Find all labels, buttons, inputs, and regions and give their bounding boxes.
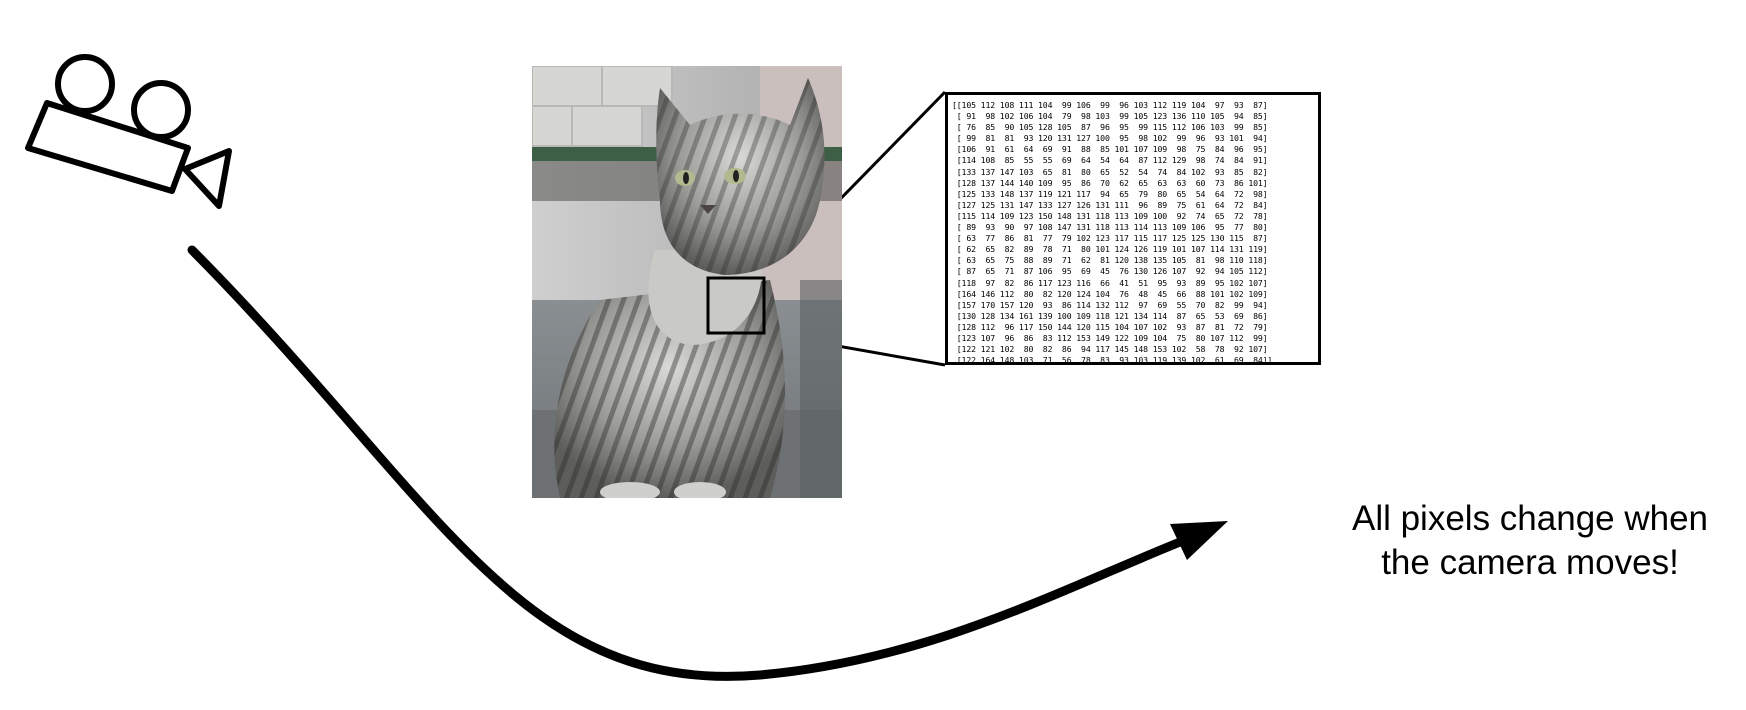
caption-line-2: the camera moves! xyxy=(1381,543,1679,582)
pixel-value-matrix: [[105 112 108 111 104 99 106 99 96 103 1… xyxy=(945,92,1321,365)
matrix-row: [130 128 134 161 139 100 109 118 121 134… xyxy=(952,310,1268,321)
matrix-row: [106 91 61 64 69 91 88 85 101 107 109 98… xyxy=(952,144,1268,155)
matrix-row: [ 87 65 71 87 106 95 69 45 76 130 126 10… xyxy=(952,266,1268,277)
matrix-row: [ 63 77 86 81 77 79 102 123 117 115 117 … xyxy=(952,233,1268,244)
matrix-row: [164 146 112 80 82 120 124 104 76 48 45 … xyxy=(952,288,1268,299)
matrix-row: [123 107 96 86 83 112 153 149 122 109 10… xyxy=(952,332,1268,343)
matrix-row: [115 114 109 123 150 148 131 118 113 109… xyxy=(952,210,1268,221)
matrix-row: [127 125 131 147 133 127 126 131 111 96 … xyxy=(952,199,1268,210)
video-camera-icon xyxy=(25,54,232,209)
matrix-row: [157 170 157 120 93 86 114 132 112 97 69… xyxy=(952,299,1268,310)
matrix-row: [ 91 98 102 106 104 79 98 103 99 105 123… xyxy=(952,111,1268,122)
curved-arrow-icon xyxy=(187,245,1228,681)
matrix-row: [122 121 102 80 82 86 94 117 145 148 153… xyxy=(952,344,1268,355)
matrix-row: [[105 112 108 111 104 99 106 99 96 103 1… xyxy=(952,100,1268,110)
matrix-row: [125 133 148 137 119 121 117 94 65 79 80… xyxy=(952,188,1268,199)
matrix-row: [ 89 93 90 97 108 147 131 118 113 114 11… xyxy=(952,222,1268,233)
matrix-row: [ 99 81 81 93 120 131 127 100 95 98 102 … xyxy=(952,133,1268,144)
matrix-row: [ 62 65 82 89 78 71 80 101 124 126 119 1… xyxy=(952,244,1268,255)
tabby-cat-photo xyxy=(532,66,842,498)
matrix-row: [118 97 82 86 117 123 116 66 41 51 95 93… xyxy=(952,277,1268,288)
matrix-row: [122 164 148 103 71 56 78 83 93 103 119 … xyxy=(952,355,1273,365)
caption: All pixels change when the camera moves! xyxy=(1310,497,1746,585)
caption-line-1: All pixels change when xyxy=(1351,499,1709,538)
matrix-row: [ 63 65 75 88 89 71 62 81 120 138 135 10… xyxy=(952,255,1268,266)
matrix-row: [128 112 96 117 150 144 120 115 104 107 … xyxy=(952,321,1268,332)
matrix-row: [128 137 144 140 109 95 86 70 62 65 63 6… xyxy=(952,177,1268,188)
matrix-row: [133 137 147 103 65 81 80 65 52 54 74 84… xyxy=(952,166,1268,177)
matrix-row: [ 76 85 90 105 128 105 87 96 95 99 115 1… xyxy=(952,122,1268,133)
matrix-row: [114 108 85 55 55 69 64 54 64 87 112 129… xyxy=(952,155,1268,166)
